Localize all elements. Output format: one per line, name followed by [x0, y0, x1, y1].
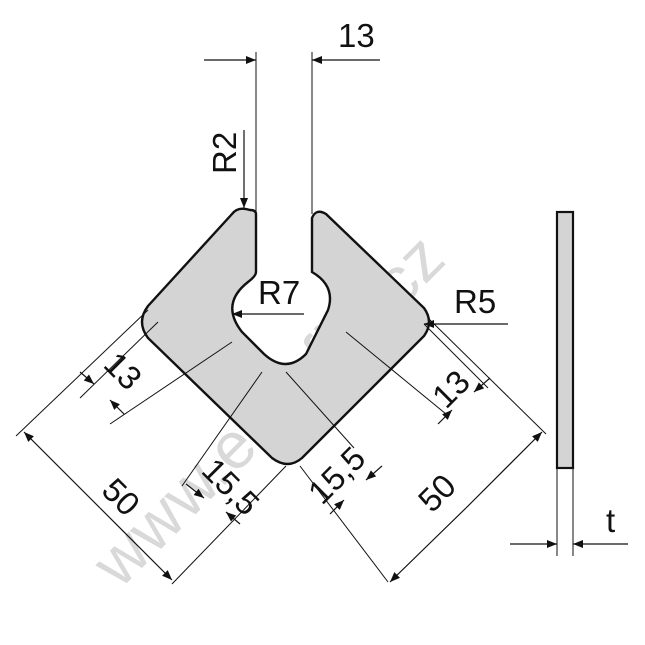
right-arm-width-dimension: 13 [425, 363, 491, 425]
hole-radius-label: R7 [258, 274, 300, 311]
part-outline [140, 207, 431, 466]
right-leg-label: 50 [411, 467, 463, 519]
outer-radius-dimension: R5 [424, 283, 508, 328]
inner-radius-dimension: R2 [206, 130, 248, 208]
side-view: t [510, 210, 628, 556]
right-arm-width-label: 13 [425, 363, 477, 415]
inner-radius-label: R2 [206, 132, 243, 174]
right-leg-dimension: 50 [389, 431, 543, 583]
right-offset-dimension: 15,5 [301, 439, 383, 515]
slot-width-dimension: 13 [204, 17, 380, 64]
thickness-label: t [606, 502, 615, 539]
extension-lines [15, 52, 547, 585]
slot-width-label: 13 [338, 17, 375, 54]
hole-radius-dimension: R7 [232, 274, 304, 318]
side-view-plate [555, 210, 575, 470]
left-arm-width-label: 13 [97, 345, 149, 397]
outer-radius-label: R5 [454, 283, 496, 320]
left-arm-width-dimension: 13 [79, 345, 149, 415]
